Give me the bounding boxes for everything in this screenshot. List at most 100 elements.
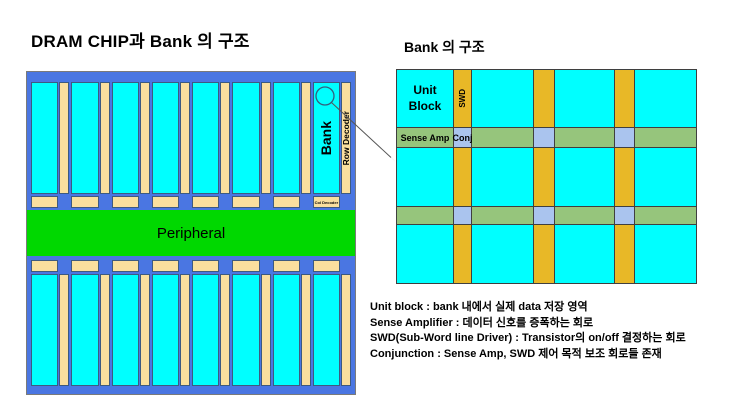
bank-group — [232, 82, 271, 194]
col-decoder-strip — [111, 260, 139, 272]
swd-column-cell — [454, 225, 471, 283]
col-decoder-slot — [111, 196, 150, 208]
legend-line-swd: SWD(Sub-Word line Driver) : Transistor의 … — [370, 332, 686, 344]
col-decoder-strip — [192, 260, 220, 272]
bank-block — [232, 82, 260, 194]
sense-amp-row-cell: Sense Amp — [397, 128, 453, 147]
swd-column-cell — [534, 70, 554, 127]
bank-group — [232, 274, 271, 386]
col-decoder-strip — [192, 196, 220, 208]
sense-amp-row-cell — [635, 128, 696, 147]
unit-block-cell — [635, 148, 696, 206]
bank-block — [192, 82, 220, 194]
swd-label: SWD — [458, 89, 467, 108]
sense-amp-row-cell — [472, 207, 533, 224]
bank-block — [111, 274, 139, 386]
unit-block-cell — [397, 148, 453, 206]
sense-amp-row-cell — [555, 207, 614, 224]
unit-block-cell — [555, 148, 614, 206]
unit-block-cell — [472, 148, 533, 206]
zoom-arrow-head — [388, 155, 396, 162]
swd-column-cell: SWD — [454, 70, 471, 127]
row-decoder-bar — [59, 82, 70, 194]
unit-block-cell: Unit Block — [397, 70, 453, 127]
unit-block-cell — [635, 225, 696, 283]
col-decoder-strip — [31, 260, 59, 272]
col-decoder-strip — [232, 260, 260, 272]
left-diagram-title: DRAM CHIP과 Bank 의 구조 — [31, 32, 250, 51]
bank-block — [151, 82, 179, 194]
swd-column-cell — [615, 148, 634, 206]
bank-group — [272, 82, 311, 194]
legend-line-conjunction: Conjunction : Sense Amp, SWD 제어 목적 보조 회로… — [370, 347, 662, 360]
conjunction-cell — [534, 207, 554, 224]
peripheral-block: Peripheral — [27, 210, 355, 256]
row-decoder-bar — [300, 274, 311, 386]
row-decoder-bar — [180, 82, 190, 194]
row-decoder-bar — [139, 274, 150, 386]
bank-block — [192, 274, 220, 386]
col-decoder-slot — [312, 260, 351, 272]
bank-block — [151, 274, 179, 386]
bank-group — [71, 274, 110, 386]
sense-amp-row-cell — [635, 207, 696, 224]
conj-label: Conj — [452, 132, 473, 143]
col-decoder-strip — [272, 260, 300, 272]
bank-block — [71, 274, 99, 386]
col-decoder-slot — [111, 260, 150, 272]
col-decoder-slot — [192, 260, 230, 272]
bank-group — [71, 82, 110, 194]
swd-column-cell — [534, 225, 554, 283]
col-decoder-strip — [272, 196, 300, 208]
row-decoder-bar — [341, 274, 351, 386]
col-decoder-row-top: Col Decoder — [31, 196, 351, 208]
bank-block — [272, 82, 300, 194]
col-decoder-strip — [71, 196, 99, 208]
row-decoder-bar — [260, 274, 271, 386]
col-decoder-row-bottom — [31, 260, 351, 272]
row-decoder-bar — [260, 82, 271, 194]
col-decoder-slot — [31, 260, 69, 272]
unit-block-cell — [472, 70, 533, 127]
bank-block — [312, 274, 340, 386]
sense-amp-row-cell — [397, 207, 453, 224]
row-decoder-bar — [139, 82, 150, 194]
unit-block-label: Unit Block — [408, 82, 442, 113]
col-decoder-strip — [312, 260, 340, 272]
col-decoder-slot: Col Decoder — [312, 196, 351, 208]
row-decoder-bar — [220, 82, 231, 194]
bank-block — [71, 82, 99, 194]
col-decoder-slot — [272, 196, 311, 208]
bank-block — [31, 82, 59, 194]
col-decoder-slot — [31, 196, 69, 208]
col-decoder-strip — [71, 260, 99, 272]
row-decoder-bar — [99, 82, 110, 194]
row-decoder-bar — [99, 274, 110, 386]
row-decoder-bar — [300, 82, 311, 194]
swd-column-cell — [454, 148, 471, 206]
unit-block-cell — [555, 70, 614, 127]
bank-block — [31, 274, 59, 386]
row-decoder-bar — [220, 274, 231, 386]
bank-group — [111, 274, 150, 386]
legend-line-sense-amplifier: Sense Amplifier : 데이터 신호를 증폭하는 회로 — [370, 316, 594, 329]
bank-group — [192, 274, 231, 386]
sense-amp-row-cell — [472, 128, 533, 147]
bank-block — [111, 82, 139, 194]
col-decoder-slot — [232, 196, 270, 208]
bank-group — [31, 82, 70, 194]
sense-amp-label: Sense Amp — [400, 132, 450, 143]
conjunction-cell — [615, 207, 634, 224]
right-diagram-title: Bank 의 구조 — [404, 39, 485, 55]
bank-group — [312, 274, 351, 386]
row-decoder-bar — [59, 274, 70, 386]
swd-column-cell — [534, 148, 554, 206]
col-decoder-slot — [192, 196, 230, 208]
unit-block-cell — [555, 225, 614, 283]
bank-group — [111, 82, 150, 194]
bank-group — [151, 82, 190, 194]
swd-column-cell — [615, 70, 634, 127]
